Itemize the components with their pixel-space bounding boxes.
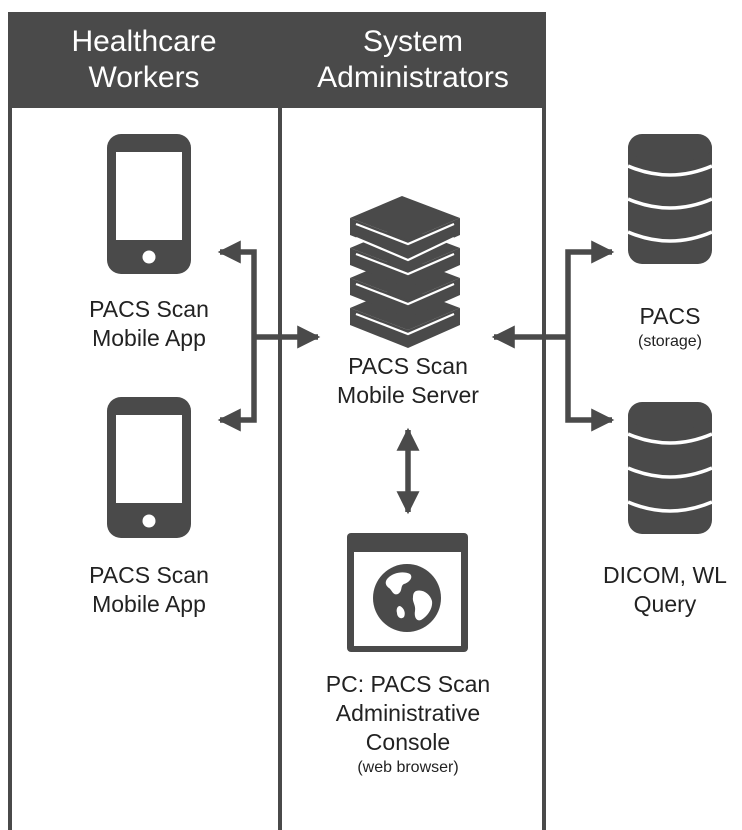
lane-header-system-administrators: System Administrators: [280, 12, 546, 108]
lane-border-left: [8, 108, 12, 830]
label-line1: PC: PACS Scan: [325, 671, 491, 697]
label-line2: Mobile App: [92, 325, 206, 351]
label-line2: Query: [633, 591, 697, 617]
label-mobile-app-top: PACS Scan Mobile App: [64, 295, 234, 353]
double-arrow-icon: [491, 240, 615, 432]
double-arrow-icon: [217, 240, 321, 432]
label-line2: Administrative: [335, 700, 481, 726]
label-line1: PACS Scan: [89, 562, 209, 588]
label-line2: Mobile Server: [337, 382, 479, 408]
label-line1: PACS: [639, 303, 701, 329]
lane-border-middle: [278, 108, 282, 830]
smartphone-icon: [107, 134, 191, 274]
lane-title-line2: Administrators: [317, 61, 509, 94]
label-dicom-wl-query: DICOM, WL Query: [590, 561, 740, 619]
label-mobile-app-bottom: PACS Scan Mobile App: [64, 561, 234, 619]
label-mobile-server: PACS Scan Mobile Server: [318, 352, 498, 410]
label-line1: PACS Scan: [89, 296, 209, 322]
label-line1: PACS Scan: [348, 353, 468, 379]
smartphone-icon: [107, 397, 191, 538]
lane-title-line1: System: [362, 25, 464, 58]
label-line3: Console: [365, 729, 451, 755]
server-stack-icon: [350, 196, 460, 348]
database-icon: [627, 402, 713, 534]
browser-globe-icon: [347, 533, 468, 652]
label-note: (storage): [637, 333, 703, 350]
lane-title-line1: Healthcare: [71, 25, 217, 58]
label-line2: Mobile App: [92, 591, 206, 617]
label-note: (web browser): [357, 759, 459, 776]
label-line1: DICOM, WL: [603, 562, 727, 588]
database-icon: [627, 134, 713, 264]
label-pacs-storage: PACS (storage): [600, 302, 740, 353]
lane-header-healthcare-workers: Healthcare Workers: [8, 12, 280, 108]
lane-border-right: [542, 108, 546, 830]
label-admin-console: PC: PACS Scan Administrative Console (we…: [303, 670, 513, 779]
lane-title-line2: Workers: [88, 61, 200, 94]
